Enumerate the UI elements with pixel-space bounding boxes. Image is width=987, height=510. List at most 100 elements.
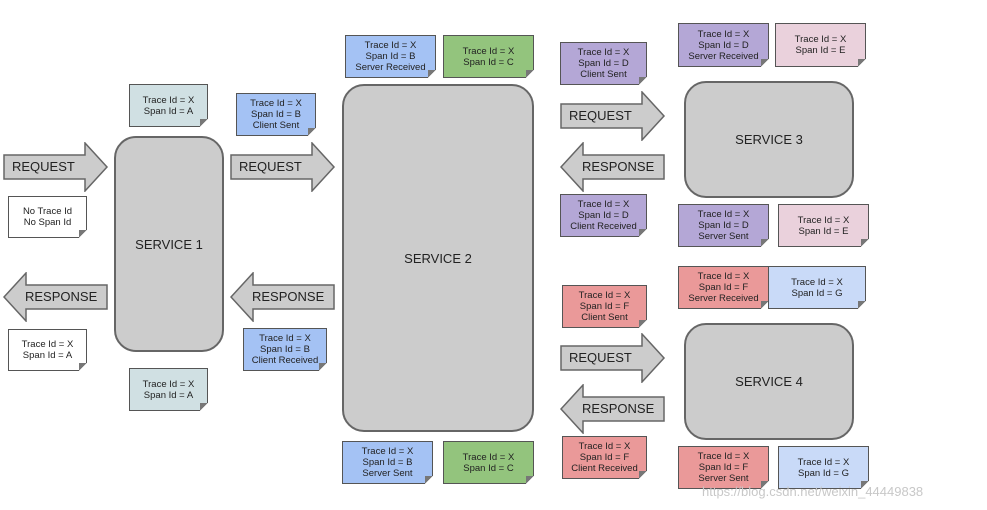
note-line: Span Id = B: [260, 344, 310, 355]
response-arrow: RESPONSE: [230, 272, 336, 322]
note-line: Span Id = A: [143, 389, 194, 401]
request-arrow: REQUEST: [560, 91, 666, 141]
note-line: Client Sent: [252, 120, 300, 131]
arrow-shape: [230, 272, 335, 322]
note-line: Span Id = D: [698, 39, 749, 51]
arrow-label: RESPONSE: [25, 289, 98, 304]
arrow-label: REQUEST: [569, 350, 632, 365]
note-line: Trace Id = X: [142, 378, 195, 390]
note-line: Span Id = C: [463, 56, 514, 68]
note-line: Server Received: [688, 293, 759, 304]
note-line: Trace Id = X: [142, 94, 195, 106]
arrow-label: REQUEST: [12, 159, 75, 174]
note-line: Server Sent: [698, 473, 749, 484]
note-line: Span Id = F: [579, 301, 630, 312]
note-line: Span Id = E: [798, 225, 849, 237]
note-line: Span Id = C: [463, 462, 514, 474]
request-arrow: REQUEST: [3, 142, 109, 192]
note-line: Span Id = G: [791, 287, 843, 299]
response-arrow: RESPONSE: [560, 384, 666, 434]
arrow-label: RESPONSE: [252, 289, 325, 304]
note-line: Trace Id = X: [577, 199, 630, 210]
service-3: SERVICE 3: [684, 81, 854, 198]
service-1: SERVICE 1: [114, 136, 224, 352]
note-line: Span Id = A: [143, 105, 194, 117]
note-line: Trace Id = X: [697, 28, 750, 40]
note-line: Span Id = B: [251, 109, 301, 120]
arrow-shape: [560, 333, 666, 383]
note-line: Span Id = B: [365, 51, 416, 62]
arrow-shape: [560, 91, 666, 141]
note-line: Span Id = F: [698, 462, 749, 473]
note-line: Span Id = E: [795, 45, 846, 56]
note-line: Trace Id = X: [259, 333, 311, 344]
response-arrow: RESPONSE: [560, 142, 666, 192]
note-line: Trace Id = X: [578, 441, 631, 452]
arrow-label: REQUEST: [569, 108, 632, 123]
note-line: Trace Id = X: [577, 47, 630, 58]
note-line: Trace Id = X: [697, 271, 750, 282]
note-line: Client Received: [570, 221, 637, 232]
note-line: Trace Id = X: [578, 290, 631, 301]
arrow-label: RESPONSE: [582, 159, 655, 174]
note-line: Trace Id = X: [791, 276, 843, 288]
note-line: Trace Id = X: [361, 446, 414, 457]
arrow-shape: [560, 384, 665, 434]
note-line: Trace Id = X: [797, 214, 850, 226]
note-line: Trace Id = X: [697, 209, 750, 220]
note-line: Client Received: [571, 463, 638, 474]
note-line: Trace Id = X: [21, 339, 74, 350]
note-line: Server Sent: [362, 468, 413, 479]
service-2: SERVICE 2: [342, 84, 534, 432]
note-line: Trace Id = X: [364, 40, 417, 51]
note-line: Span Id = B: [362, 457, 413, 468]
note-line: Server Sent: [698, 231, 749, 242]
arrow-shape: [3, 142, 109, 192]
note-line: Trace Id = X: [697, 451, 750, 462]
response-arrow: RESPONSE: [3, 272, 109, 322]
note-line: Span Id = D: [698, 220, 749, 231]
note-line: Client Received: [251, 355, 319, 366]
note-line: Server Received: [355, 62, 426, 73]
note-line: No Trace Id: [22, 206, 73, 217]
note-line: Span Id = F: [698, 282, 749, 293]
note-line: No Span Id: [23, 217, 72, 228]
service-4: SERVICE 4: [684, 323, 854, 440]
note-line: Span Id = G: [798, 467, 849, 479]
note-line: Span Id = D: [578, 58, 629, 69]
note-line: Trace Id = X: [462, 45, 515, 57]
watermark: https://blog.csdn.net/weixin_44449838: [702, 484, 924, 499]
arrow-shape: [230, 142, 336, 192]
note-line: Server Received: [688, 50, 759, 62]
note-line: Trace Id = X: [797, 456, 850, 468]
note-line: Client Sent: [580, 69, 627, 80]
note-line: Span Id = F: [579, 452, 630, 463]
arrow-shape: [560, 142, 665, 192]
arrow-shape: [3, 272, 108, 322]
note-line: Span Id = D: [578, 210, 629, 221]
note-line: Trace Id = X: [794, 34, 847, 45]
request-arrow: REQUEST: [560, 333, 666, 383]
